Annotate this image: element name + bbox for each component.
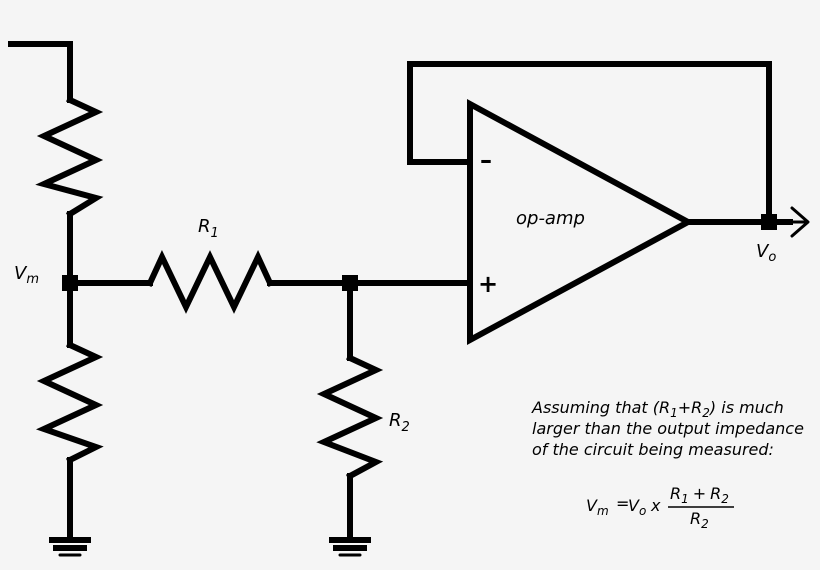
formula-vo: Vo bbox=[628, 496, 646, 518]
note-line-2: larger than the output impedance bbox=[532, 419, 804, 438]
feedback-wire bbox=[407, 61, 772, 225]
opamp-label: op-amp bbox=[516, 208, 585, 229]
ground-symbol-right bbox=[329, 537, 371, 557]
source-lower-resistor bbox=[35, 341, 104, 465]
note-line-3: of the circuit being measured: bbox=[532, 440, 774, 459]
source-upper-resistor bbox=[35, 96, 104, 219]
r2-label: R2 bbox=[389, 410, 410, 435]
r2-resistor bbox=[316, 354, 384, 481]
formula-numerator: R1+R2 bbox=[670, 484, 729, 506]
formula-equals: = bbox=[616, 494, 629, 513]
opamp-plus-sign: + bbox=[478, 270, 498, 298]
input-lead bbox=[8, 41, 73, 103]
formula-lhs: Vm bbox=[586, 496, 609, 518]
vm-label: Vm bbox=[14, 263, 39, 287]
vo-node bbox=[761, 214, 777, 230]
opamp-triangle bbox=[467, 98, 695, 346]
formula-times: x bbox=[650, 496, 661, 515]
vo-label: Vo bbox=[756, 241, 776, 265]
opamp-minus-sign: – bbox=[480, 146, 492, 174]
r1-label: R1 bbox=[198, 216, 219, 241]
ground-symbol-left bbox=[49, 537, 91, 557]
note-line-1: Assuming that (R1+R2) is much bbox=[531, 398, 784, 420]
r1-resistor bbox=[146, 249, 274, 314]
formula-denominator: R2 bbox=[690, 509, 709, 531]
formula: Vm = Vo x R1+R2 R2 bbox=[586, 484, 734, 531]
